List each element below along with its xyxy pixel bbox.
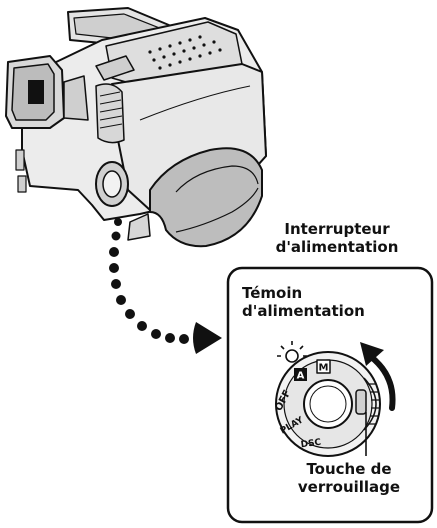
mode-mark-auto: A <box>297 371 305 382</box>
power-switch-label: Interrupteur d'alimentation <box>262 220 412 256</box>
power-lamp-label: Témoin d'alimentation <box>242 284 360 320</box>
lock-button-label-line1: Touche de <box>282 460 416 478</box>
power-switch-label-line2: d'alimentation <box>262 238 412 256</box>
power-switch-label-line1: Interrupteur <box>262 220 412 238</box>
mode-mark-manual: M <box>319 363 329 374</box>
power-lamp-label-line1: Témoin <box>242 284 360 302</box>
camcorder-illustration <box>6 8 266 246</box>
lock-button-label: Touche de verrouillage <box>282 460 416 496</box>
power-lamp-label-line2: d'alimentation <box>242 302 360 320</box>
arrow-head-icon <box>193 322 222 354</box>
lock-button-label-line2: verrouillage <box>282 478 416 496</box>
